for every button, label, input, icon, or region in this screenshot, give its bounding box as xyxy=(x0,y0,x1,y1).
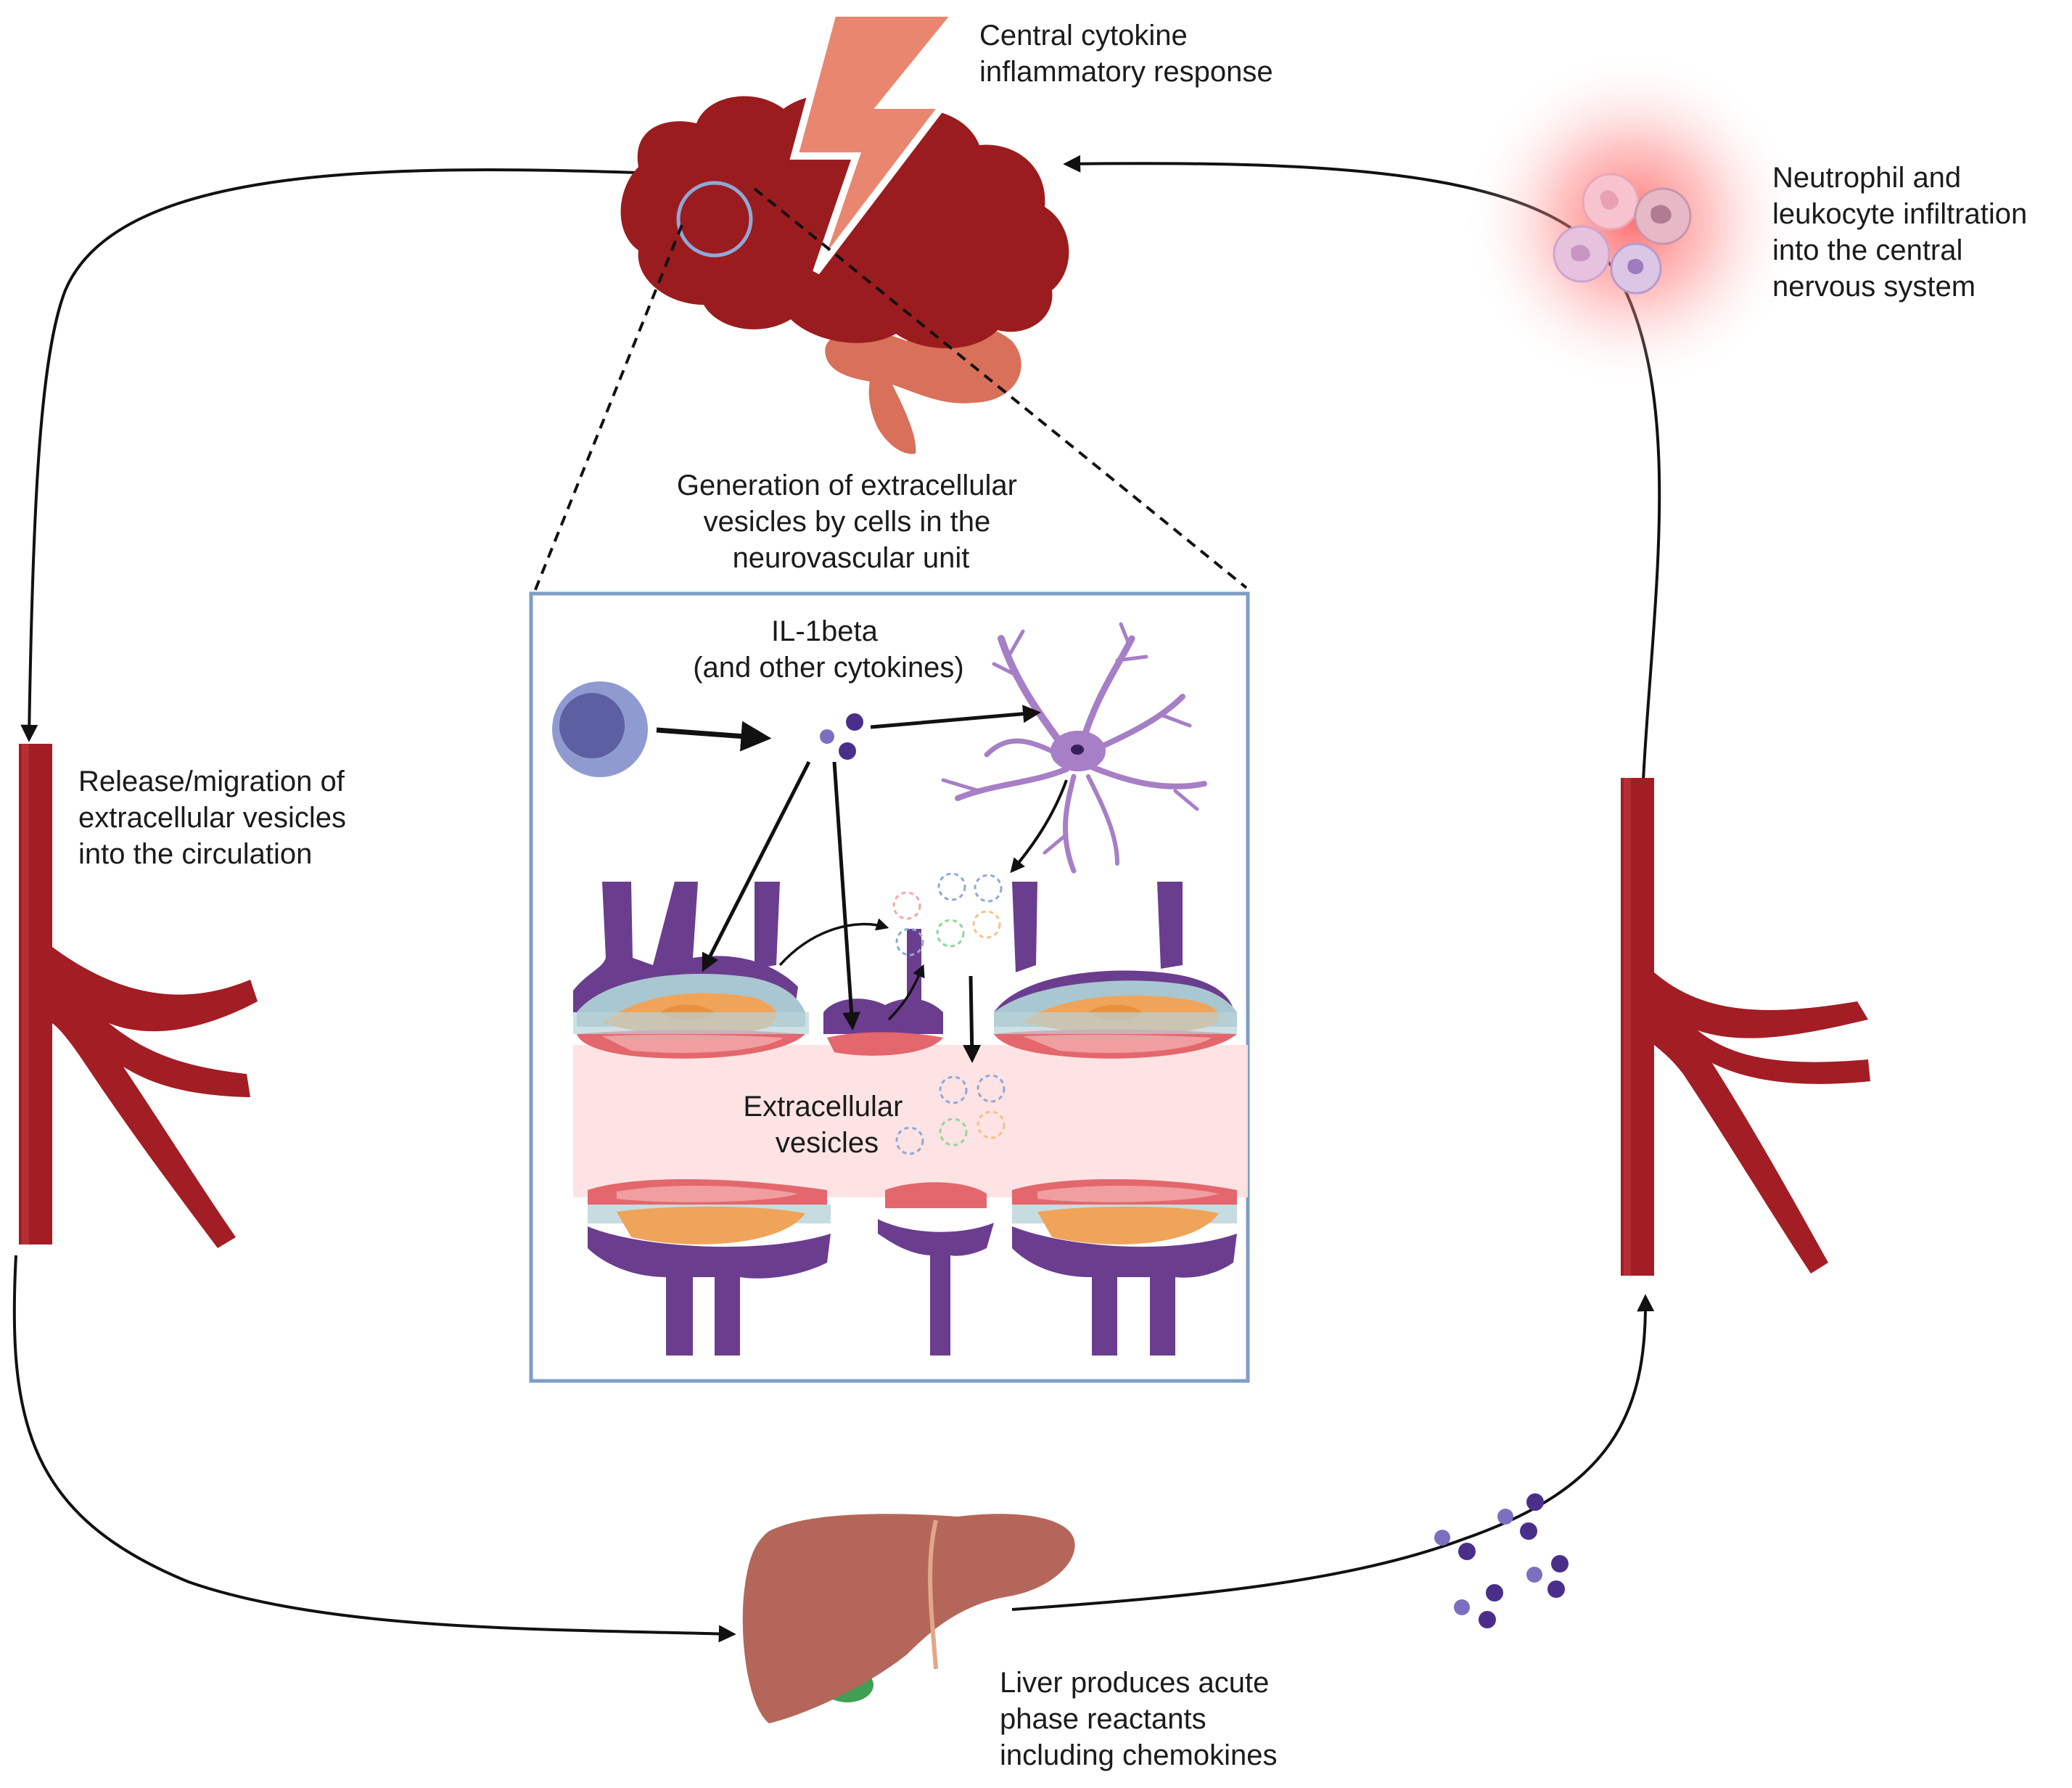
liver-icon xyxy=(742,1514,1075,1723)
arrow-vessel-to-liver xyxy=(12,1255,736,1643)
zoom-lines xyxy=(532,187,1248,596)
neutrophil-icon xyxy=(1462,51,1803,392)
label-cytokine: IL-1beta (and other cytokines) xyxy=(693,615,964,684)
label-generation: Generation of extracellular vesicles by … xyxy=(677,469,1025,574)
inset-arrows xyxy=(656,705,1068,1063)
blood-vessel-icon xyxy=(1621,778,1870,1276)
immune-cell-icon xyxy=(552,681,648,777)
endothelial-cell-icon xyxy=(573,882,809,1059)
astrocyte-icon xyxy=(941,622,1207,874)
label-release: Release/migration of extracellular vesic… xyxy=(78,766,354,870)
label-extracellular-vesicles: Extracellular vesicles xyxy=(743,1091,910,1159)
lightning-bolt-icon xyxy=(789,9,964,275)
zoom-circle xyxy=(676,181,753,258)
vesicle-icon xyxy=(892,872,1006,1155)
arrow-liver-to-vessel xyxy=(1011,1294,1655,1611)
neurovascular-inset xyxy=(529,591,1250,1383)
label-liver: Liver produces acute phase reactants inc… xyxy=(1000,1667,1277,1771)
label-infiltration: Neutrophil and leukocyte infiltration in… xyxy=(1772,162,2035,303)
cytokine-icon xyxy=(820,713,863,760)
brain-icon xyxy=(620,9,1069,454)
arrow-brain-to-vessel xyxy=(20,168,639,742)
endothelial-cell-icon xyxy=(994,882,1237,1059)
endothelial-cell-icon xyxy=(588,1179,831,1356)
endothelial-cell-icon xyxy=(1012,1179,1237,1356)
endothelial-cell-icon xyxy=(878,1182,994,1356)
label-central-response: Central cytokine inflammatory response xyxy=(979,20,1273,88)
chemokine-icon xyxy=(1434,1493,1569,1628)
blood-vessel-icon xyxy=(19,744,258,1248)
